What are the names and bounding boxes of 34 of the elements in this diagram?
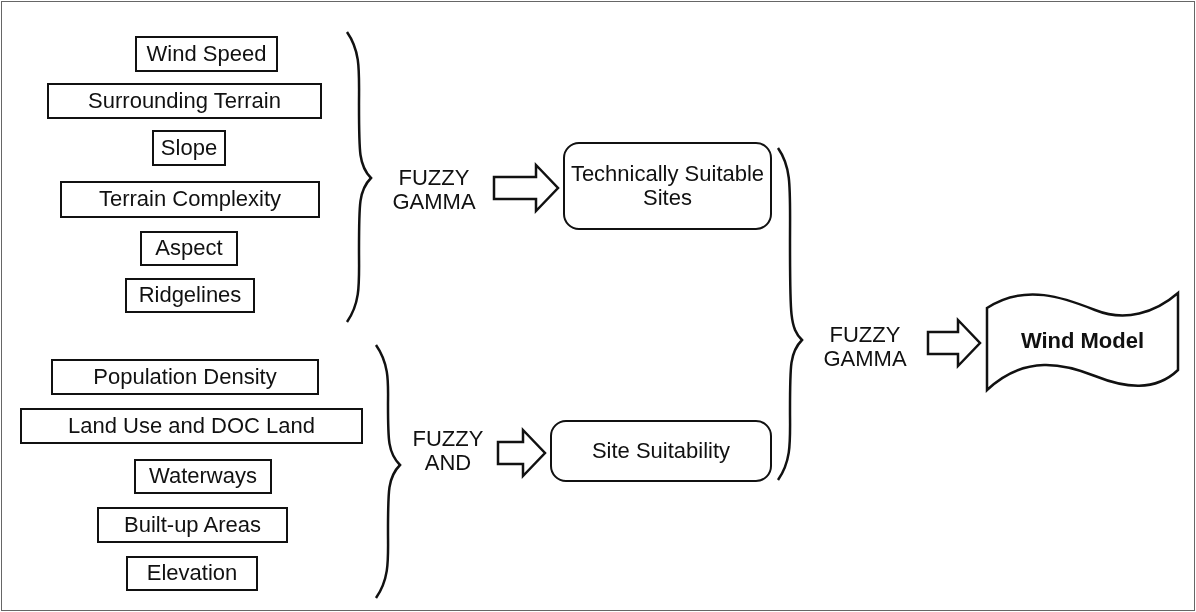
node-label: Site Suitability [591, 438, 731, 464]
node-label: Wind Speed [146, 41, 267, 67]
input-box [97, 507, 288, 543]
operator-label: FUZZY AND [411, 426, 485, 476]
node-label: Aspect [155, 236, 223, 261]
node-label: Technically Suitable Sites [569, 161, 766, 211]
output-banner [985, 288, 1180, 394]
input-box [126, 556, 258, 591]
input-box [135, 36, 278, 72]
input-box [140, 231, 238, 266]
input-box [152, 130, 226, 166]
node-label: Terrain Complexity [98, 187, 282, 212]
operator-label: FUZZY GAMMA [391, 165, 477, 215]
node-label: Ridgelines [138, 283, 242, 308]
node-label: Slope [160, 135, 218, 161]
input-box [125, 278, 255, 313]
input-box [60, 181, 320, 218]
node-label: Population Density [93, 364, 277, 390]
process-box [550, 420, 772, 482]
block-arrow [496, 426, 547, 480]
block-arrow [492, 161, 560, 215]
input-box [134, 459, 272, 494]
input-box [51, 359, 319, 395]
node-label: Wind Model [1020, 328, 1145, 354]
input-box [20, 408, 363, 444]
input-box [47, 83, 322, 119]
node-label: Land Use and DOC Land [67, 413, 316, 439]
operator-label: FUZZY GAMMA [822, 322, 908, 372]
node-label: Surrounding Terrain [88, 88, 281, 114]
node-label: Waterways [149, 464, 257, 489]
node-label: Elevation [146, 561, 238, 586]
process-box [563, 142, 772, 230]
block-arrow [926, 316, 982, 370]
node-label: Built-up Areas [124, 512, 261, 538]
